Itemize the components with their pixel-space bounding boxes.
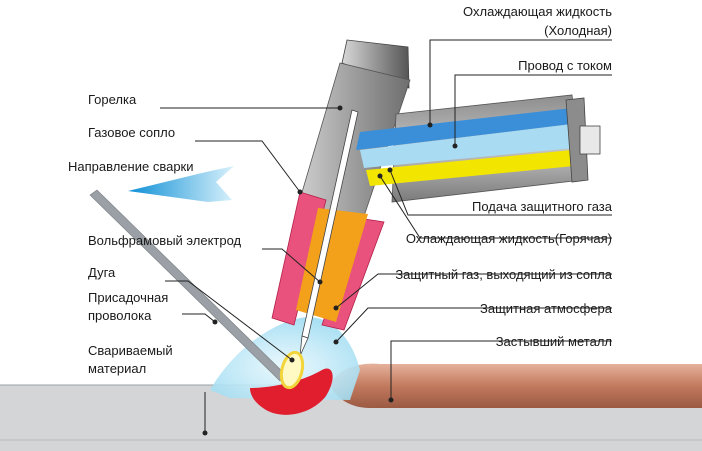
hose-end	[565, 97, 589, 183]
labels: Охлаждающая жидкость (Холодная) Провод с…	[68, 4, 613, 376]
coolant-cold-channel	[356, 108, 572, 150]
gas-nozzle	[271, 191, 327, 326]
weld-pool	[250, 368, 333, 415]
label-base-material-1: Свариваемый	[88, 343, 173, 358]
welding-direction-arrow	[128, 166, 234, 202]
label-shielding-gas-from-nozzle: Защитный газ, выходящий из сопла	[395, 267, 612, 282]
label-shielding-gas-supply: Подача защитного газа	[472, 199, 613, 214]
label-filler-wire-2: проволока	[88, 308, 152, 323]
electrode-tip	[299, 335, 309, 357]
label-solidified-metal: Застывший металл	[496, 334, 612, 349]
label-coolant-cold-2: (Холодная)	[544, 23, 612, 38]
label-base-material-2: материал	[88, 361, 146, 376]
leader-lines	[160, 39, 612, 436]
label-tungsten-electrode: Вольфрамовый электрод	[88, 233, 242, 248]
label-shielding-atmosphere: Защитная атмосфера	[480, 301, 613, 316]
label-coolant-cold-1: Охлаждающая жидкость	[463, 4, 612, 19]
label-torch: Горелка	[88, 92, 137, 107]
label-welding-direction: Направление сварки	[68, 159, 194, 174]
solidified-metal-bead	[330, 363, 702, 408]
label-filler-wire-1: Присадочная	[88, 290, 168, 305]
inner-channel	[360, 124, 574, 168]
label-arc: Дуга	[88, 265, 116, 280]
coolant-hot-channel	[366, 150, 574, 186]
label-gas-nozzle: Газовое сопло	[88, 125, 175, 140]
current-wire-stub	[579, 125, 601, 155]
arc	[279, 350, 305, 390]
label-current-wire: Провод с током	[518, 58, 612, 73]
welding-torch	[271, 39, 601, 357]
label-coolant-hot: Охлаждающая жидкость(Горячая)	[406, 231, 612, 246]
